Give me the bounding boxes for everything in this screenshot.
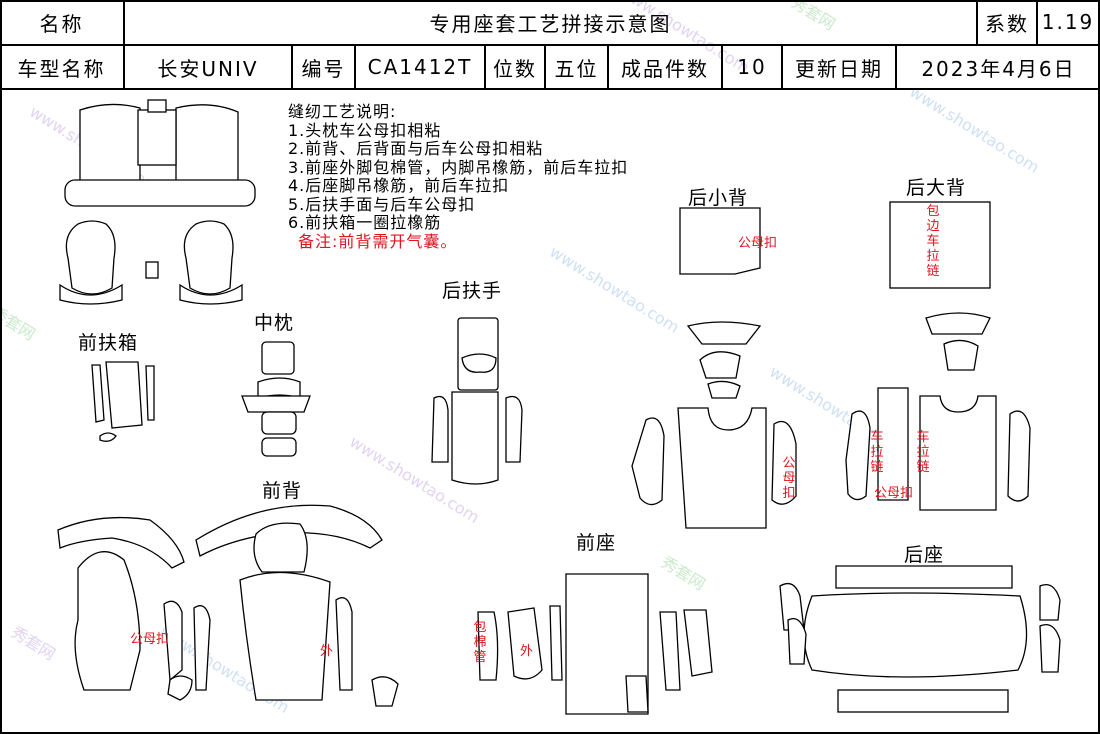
pieces-label: 成品件数	[609, 46, 723, 90]
rear-armrest-pieces	[431, 317, 523, 485]
rear-small-back-pieces	[631, 207, 797, 529]
label-front-seat: 前座	[576, 532, 617, 554]
page-title: 专用座套工艺拼接示意图	[125, 0, 978, 46]
model-value: 长安UNIV	[125, 46, 293, 90]
name-label: 名称	[0, 0, 125, 46]
label-front-back: 前背	[262, 480, 303, 502]
note-item: 5.后扶手面与后车公母扣	[288, 194, 476, 214]
front-back-pieces	[57, 504, 399, 707]
note-item: 1.头枕车公母扣相粘	[288, 120, 442, 140]
annotation-wrap-edge-zip: 包边车拉链	[926, 204, 940, 279]
label-rear-big-back: 后大背	[906, 177, 967, 199]
annotation-zip-right: 车拉链	[916, 430, 930, 475]
rear-big-back-pieces	[845, 201, 1031, 511]
annotation-snap-vertical: 公母扣	[782, 456, 796, 501]
front-seat-pieces	[477, 573, 713, 715]
note-item: 2.前背、后背面与后车公母扣相粘	[288, 139, 544, 158]
label-rear-small-back: 后小背	[688, 187, 749, 209]
note-item: 6.前扶箱一圈拉橡筋	[288, 213, 442, 232]
annotation-outer-back: 外	[320, 644, 334, 659]
date-value: 2023年4月6日	[897, 46, 1100, 90]
coef-label: 系数	[978, 0, 1038, 46]
note-item: 3.前座外脚包棉管，内脚吊橡筋，前后车拉扣	[288, 157, 629, 177]
code-label: 编号	[293, 46, 356, 90]
label-rear-armrest: 后扶手	[442, 280, 503, 302]
annotation-snap-front: 公母扣	[130, 632, 170, 647]
annotation-outer-seat: 外	[520, 644, 534, 659]
front-armbox-pieces	[91, 361, 155, 442]
code-value: CA1412T	[356, 46, 486, 90]
label-front-armbox: 前扶箱	[78, 332, 139, 354]
annotation-snap-rear: 公母扣	[874, 486, 914, 501]
middle-pillow-pieces	[241, 341, 311, 457]
seat-overview	[59, 99, 256, 305]
label-rear-seat: 后座	[904, 544, 945, 566]
notes-remark: 备注:前背需开气囊。	[298, 231, 458, 251]
annotation-snap: 公母扣	[738, 236, 778, 251]
note-item: 4.后座脚吊橡筋，前后车拉扣	[288, 176, 510, 195]
sewing-notes: 缝纫工艺说明: 1.头枕车公母扣相粘 2.前背、后背面与后车公母扣相粘 3.前座…	[288, 102, 629, 251]
model-label: 车型名称	[0, 46, 125, 90]
annotation-zip-left: 车拉链	[870, 430, 884, 475]
label-middle-pillow: 中枕	[254, 312, 295, 334]
pieces-value: 10	[723, 46, 783, 90]
date-label: 更新日期	[783, 46, 897, 90]
annotation-cotton-tube: 包棉管	[473, 620, 487, 665]
notes-title: 缝纫工艺说明:	[288, 102, 397, 121]
seats-value: 五位	[546, 46, 609, 90]
seats-label: 位数	[486, 46, 546, 90]
rear-seat-pieces	[779, 565, 1061, 713]
